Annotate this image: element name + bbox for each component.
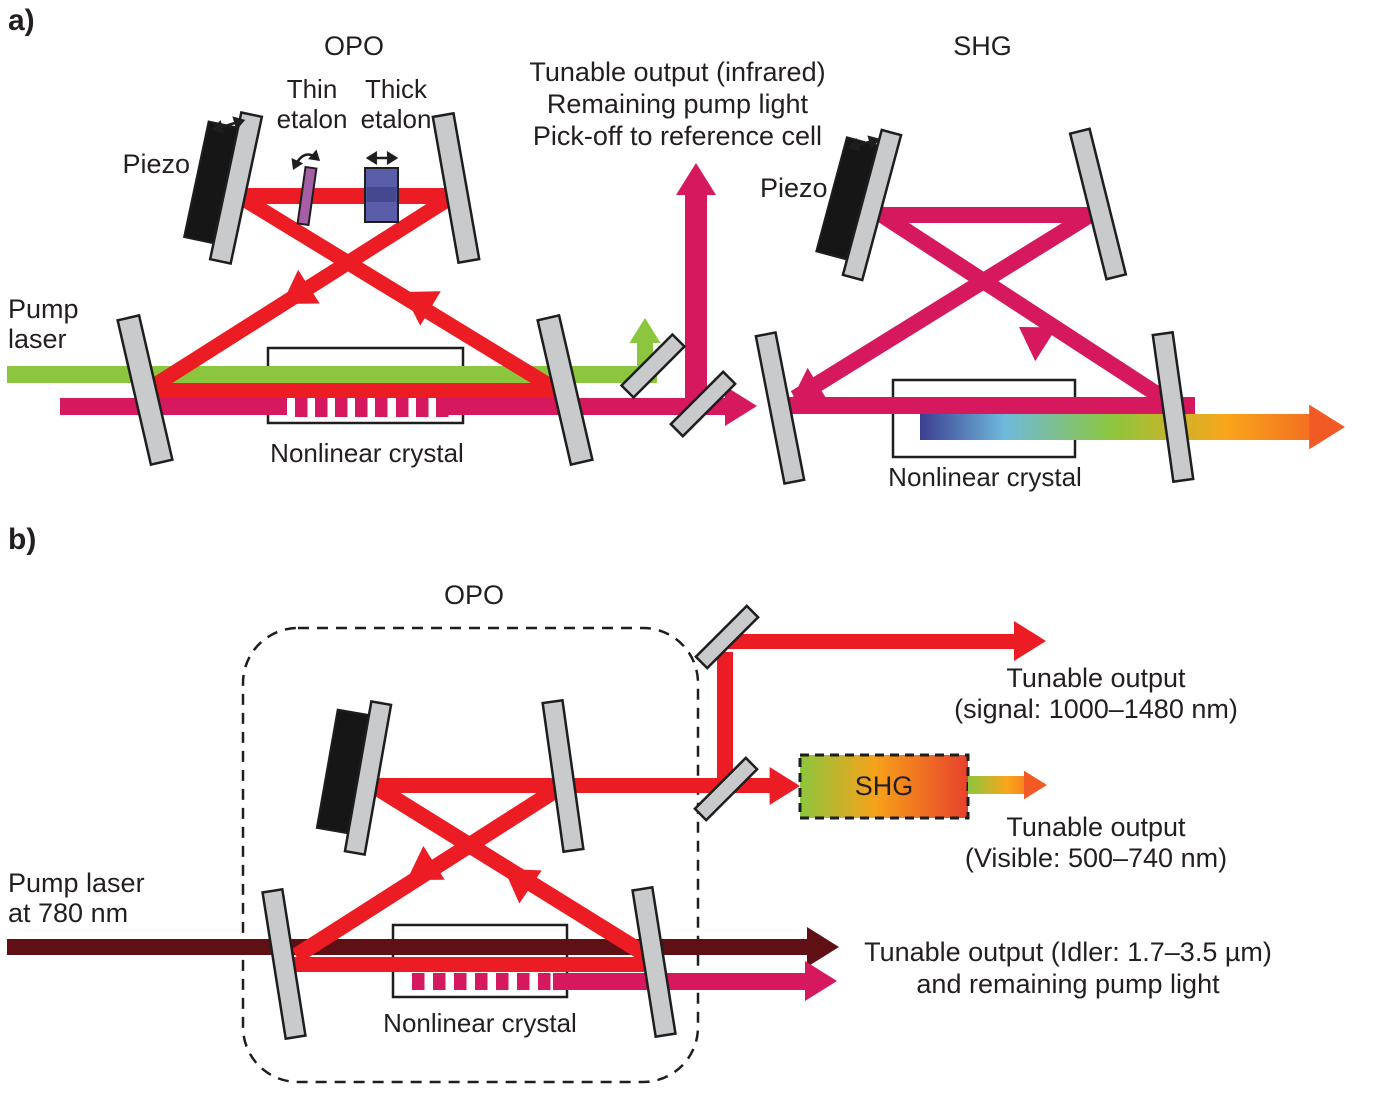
opo-a-diagonal-br-tl (238, 191, 564, 399)
visible-output-line-1: Tunable output (1006, 812, 1186, 842)
output-note-line-1: Tunable output (infrared) (529, 57, 826, 87)
panel-a-beams (7, 163, 1345, 450)
signal-pickoff-mirror (694, 604, 760, 670)
idler-beam-right (448, 398, 727, 415)
tunable-output-vertical-beam (685, 190, 707, 404)
opo-a-top-left-mirror (208, 110, 264, 266)
tunable-output-up-arrowhead (676, 163, 716, 195)
optics (116, 110, 1195, 1041)
signal-output-line-1: Tunable output (1006, 663, 1186, 693)
shg-a-diagonal-br-tl (874, 206, 1171, 407)
visible-output-beam (968, 776, 1024, 794)
shg-a-crystal-label: Nonlinear crystal (888, 462, 1082, 492)
pump-780-arrowhead (807, 927, 839, 967)
opo-output-note: Tunable output (infrared) Remaining pump… (495, 56, 860, 152)
panel-a-label: a) (8, 4, 35, 37)
thin-etalon-tilt-arrow-icon (287, 149, 325, 173)
opo-b-input-mirror (261, 887, 307, 1041)
visible-output-line-2: (Visible: 500–740 nm) (964, 843, 1228, 873)
poling-teeth-b (412, 973, 551, 990)
opo-a-title: OPO (323, 31, 384, 61)
idler-b-arrowhead (805, 961, 837, 1001)
idler-b-beam (553, 973, 806, 990)
signal-output-line-2: (signal: 1000–1480 nm) (954, 694, 1238, 724)
visible-output-arrowhead (1023, 770, 1047, 800)
shg-a-output-mirror (1151, 330, 1195, 484)
opo-a-top-arm-beam (246, 188, 452, 204)
idler-right-arrowhead (725, 386, 757, 426)
green-up-arrowhead (629, 318, 661, 343)
opo-b-title: OPO (443, 580, 504, 610)
pump-laser-b-label: Pump laser at 780 nm (8, 868, 188, 928)
opo-a-bottom-arm-beam (153, 383, 565, 398)
shg-a-input-mirror (754, 331, 806, 485)
thin-etalon (296, 165, 318, 227)
poling-teeth-a (295, 398, 449, 417)
opo-b-crystal-label: Nonlinear crystal (383, 1008, 577, 1038)
pump-laser-a-label: Pump laser (8, 294, 79, 354)
visible-output-label: Tunable output (Visible: 500–740 nm) (946, 812, 1246, 874)
panel-b-label: b) (8, 523, 37, 556)
signal-output-label: Tunable output (signal: 1000–1480 nm) (946, 663, 1246, 725)
shg-a-top-right-mirror (1068, 127, 1128, 281)
thick-etalon-beam-band (366, 187, 397, 202)
rainbow-arrowhead (1309, 404, 1345, 450)
signal-vertical-beam (717, 652, 733, 790)
thick-etalon-label: Thick etalon (360, 74, 432, 134)
piezo-translation-arrow-icon (209, 113, 248, 137)
shg-rainbow-output-beam (920, 414, 1310, 440)
shg-a-diagonal-tr-bl (790, 208, 1095, 405)
idler-output-line-1: Tunable output (Idler: 1.7–3.5 µm) (864, 937, 1272, 967)
pump-beam-780nm (7, 939, 810, 955)
signal-output-arrowhead (1014, 621, 1046, 661)
thin-etalon-label: Thin etalon (276, 74, 348, 134)
shg-a-top-left-mirror (841, 128, 903, 282)
opo-b-top-right-mirror (541, 698, 585, 854)
idler-beam-left (60, 398, 287, 415)
shg-piezo-translation-arrow-icon (845, 132, 883, 155)
shg-b-input-arrowhead (769, 767, 800, 805)
opo-b-top-left-mirror (343, 699, 393, 857)
opo-a-top-right-mirror (431, 111, 481, 265)
opo-a-piezo-label: Piezo (122, 149, 190, 179)
thick-etalon-translation-arrow-icon (365, 151, 399, 165)
shg-a-top-arm-beam (882, 207, 1094, 223)
idler-output-line-2: and remaining pump light (916, 969, 1220, 999)
shg-a-bottom-arm-beam (772, 397, 1195, 414)
opo-a-crystal-label: Nonlinear crystal (270, 438, 464, 468)
output-note-line-2: Remaining pump light (546, 89, 809, 119)
shg-b-pickoff-mirror (693, 756, 759, 822)
shg-a-piezo-label: Piezo (760, 173, 828, 203)
shg-b-box-label: SHG (854, 771, 914, 801)
opo-a-output-mirror (536, 313, 594, 467)
opo-enclosure-dashed-box (241, 626, 700, 1084)
pump-laser-b-line-2: at 780 nm (8, 898, 129, 928)
output-note-line-3: Pick-off to reference cell (532, 121, 823, 151)
opo-b-bottom-arm-beam (290, 957, 658, 972)
pump-laser-b-line-1: Pump laser (8, 868, 145, 898)
signal-output-beam (727, 634, 1015, 649)
reference-pickoff-mirror (669, 370, 737, 438)
idler-output-label: Tunable output (Idler: 1.7–3.5 µm) and r… (838, 936, 1298, 1000)
opo-a-input-mirror (116, 313, 174, 467)
green-pickoff-mirror (619, 332, 687, 400)
panel-b-beams (7, 621, 1046, 1001)
opo-b-output-mirror (631, 885, 677, 1039)
shg-a-title: SHG (953, 31, 1012, 61)
